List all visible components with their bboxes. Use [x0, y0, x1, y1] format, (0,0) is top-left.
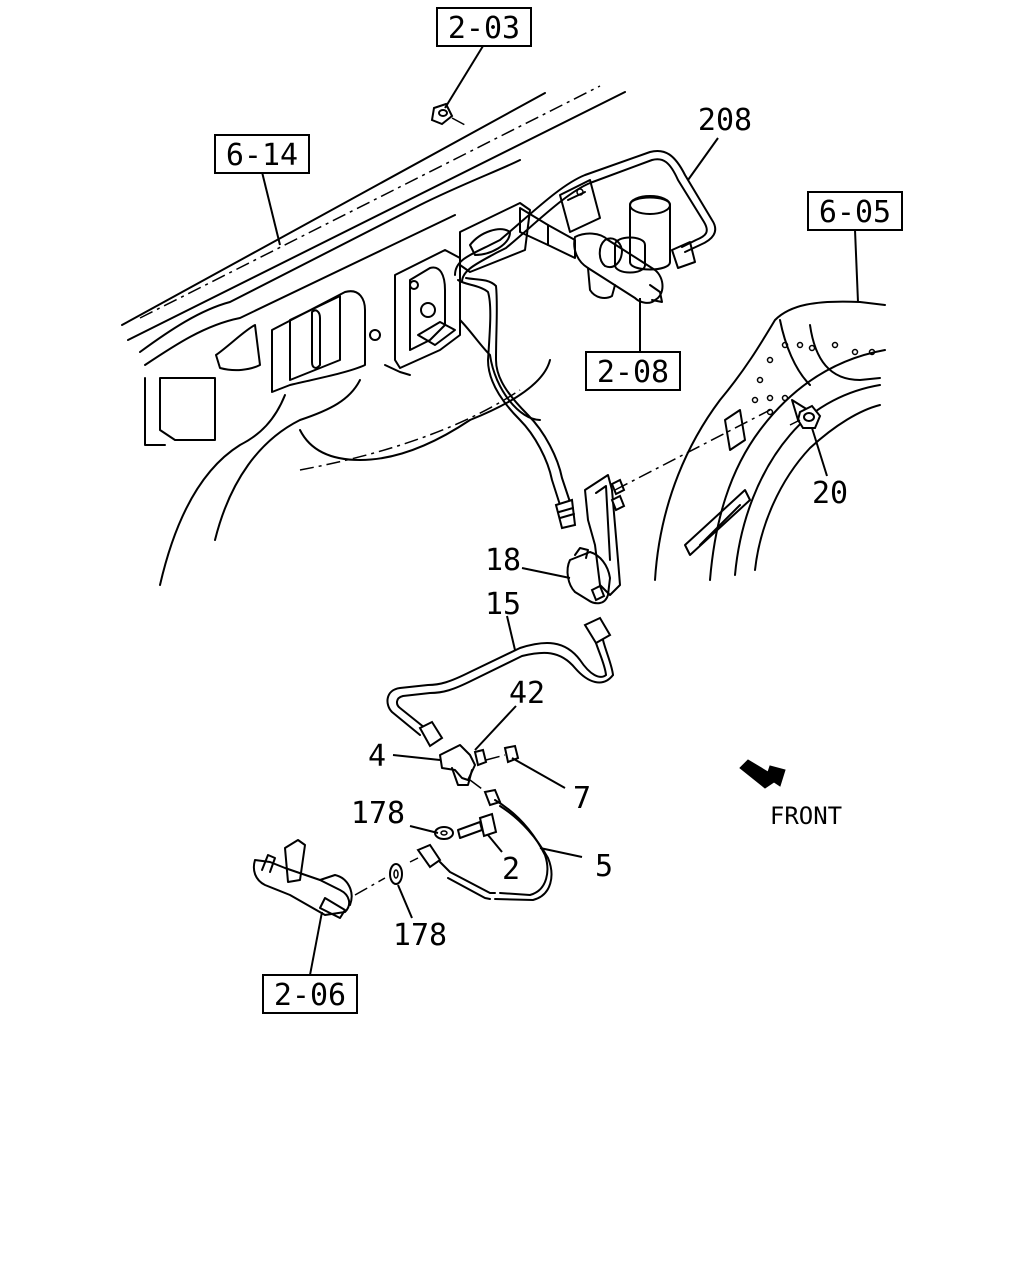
ref-box-6-14: 6-14	[214, 134, 310, 174]
part-label-20: 20	[812, 476, 848, 511]
part-label-2: 2	[502, 852, 520, 887]
clutch-master-cylinder	[519, 179, 696, 304]
clutch-pipe-208	[454, 150, 717, 530]
front-label: FRONT	[770, 802, 842, 830]
leader-lines	[261, 45, 859, 976]
ref-box-2-03: 2-03	[436, 7, 532, 47]
clutch-hose-assembly	[416, 744, 553, 901]
part-label-5: 5	[595, 849, 613, 884]
ref-label-2-06: 2-06	[274, 978, 346, 1013]
ref-box-6-05: 6-05	[807, 191, 903, 231]
front-direction-arrow	[739, 759, 786, 789]
clutch-pipe-15	[386, 616, 614, 748]
bolt-and-washers	[389, 812, 498, 885]
part-label-7: 7	[573, 781, 591, 816]
part-label-4: 4	[368, 739, 386, 774]
part-label-178-upper: 178	[351, 796, 405, 831]
ref-label-2-03: 2-03	[448, 11, 520, 46]
clutch-slave-cylinder	[252, 839, 386, 919]
wheel-house-panel	[654, 300, 886, 581]
nut-part-20	[789, 404, 822, 429]
part-label-15: 15	[485, 587, 521, 622]
ref-label-2-08: 2-08	[597, 355, 669, 390]
part-label-208: 208	[698, 103, 752, 138]
ref-label-6-05: 6-05	[819, 195, 891, 230]
part-label-42: 42	[509, 676, 545, 711]
part-label-18: 18	[485, 543, 521, 578]
nut-part-2-03	[430, 102, 466, 126]
clutch-damper-bracket	[566, 409, 771, 605]
ref-box-2-06: 2-06	[262, 974, 358, 1014]
firewall-panel	[121, 85, 626, 586]
ref-box-2-08: 2-08	[585, 351, 681, 391]
part-label-178-lower: 178	[393, 918, 447, 953]
ref-label-6-14: 6-14	[226, 138, 298, 173]
